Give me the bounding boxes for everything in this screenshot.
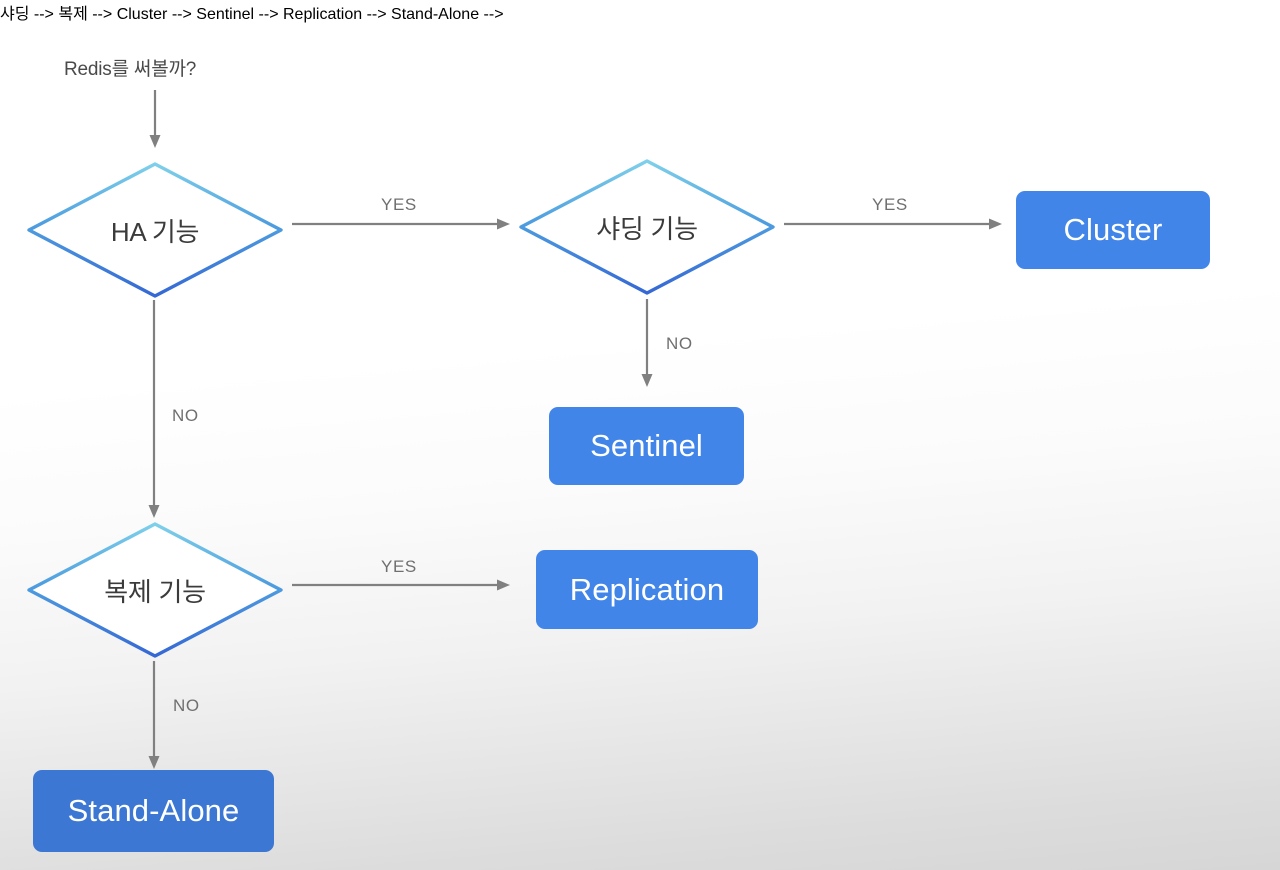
- result-node-cluster[interactable]: Cluster: [1016, 191, 1210, 269]
- edge-start-to-ha: [138, 90, 172, 152]
- result-label-cluster: Cluster: [1063, 212, 1163, 247]
- result-label-sentinel: Sentinel: [590, 428, 703, 463]
- edge-ha-yes: [292, 214, 514, 234]
- result-label-standalone: Stand-Alone: [67, 793, 240, 828]
- start-label: Redis를 써볼까?: [64, 59, 197, 80]
- edge-label-ha-yes: YES: [381, 195, 417, 214]
- edge-replica-yes: [292, 575, 514, 595]
- decision-node-replica[interactable]: 복제 기능: [26, 521, 284, 659]
- result-node-replication[interactable]: Replication: [536, 550, 758, 629]
- result-node-sentinel[interactable]: Sentinel: [549, 407, 744, 485]
- edge-label-replica-no: NO: [173, 696, 200, 715]
- edge-sharding-yes: [784, 214, 1006, 234]
- result-label-replication: Replication: [569, 571, 725, 607]
- edge-sharding-no: [637, 299, 657, 391]
- edge-label-sharding-yes: YES: [872, 195, 908, 214]
- edge-label-replica-yes: YES: [381, 557, 417, 576]
- decision-node-sharding[interactable]: 샤딩 기능: [518, 158, 776, 296]
- edge-ha-no: [144, 300, 164, 522]
- edge-replica-no: [144, 661, 164, 773]
- result-node-standalone[interactable]: Stand-Alone: [33, 770, 274, 852]
- edge-label-sharding-no: NO: [666, 334, 693, 353]
- decision-node-ha[interactable]: HA 기능: [26, 161, 284, 299]
- edge-label-ha-no: NO: [172, 406, 199, 425]
